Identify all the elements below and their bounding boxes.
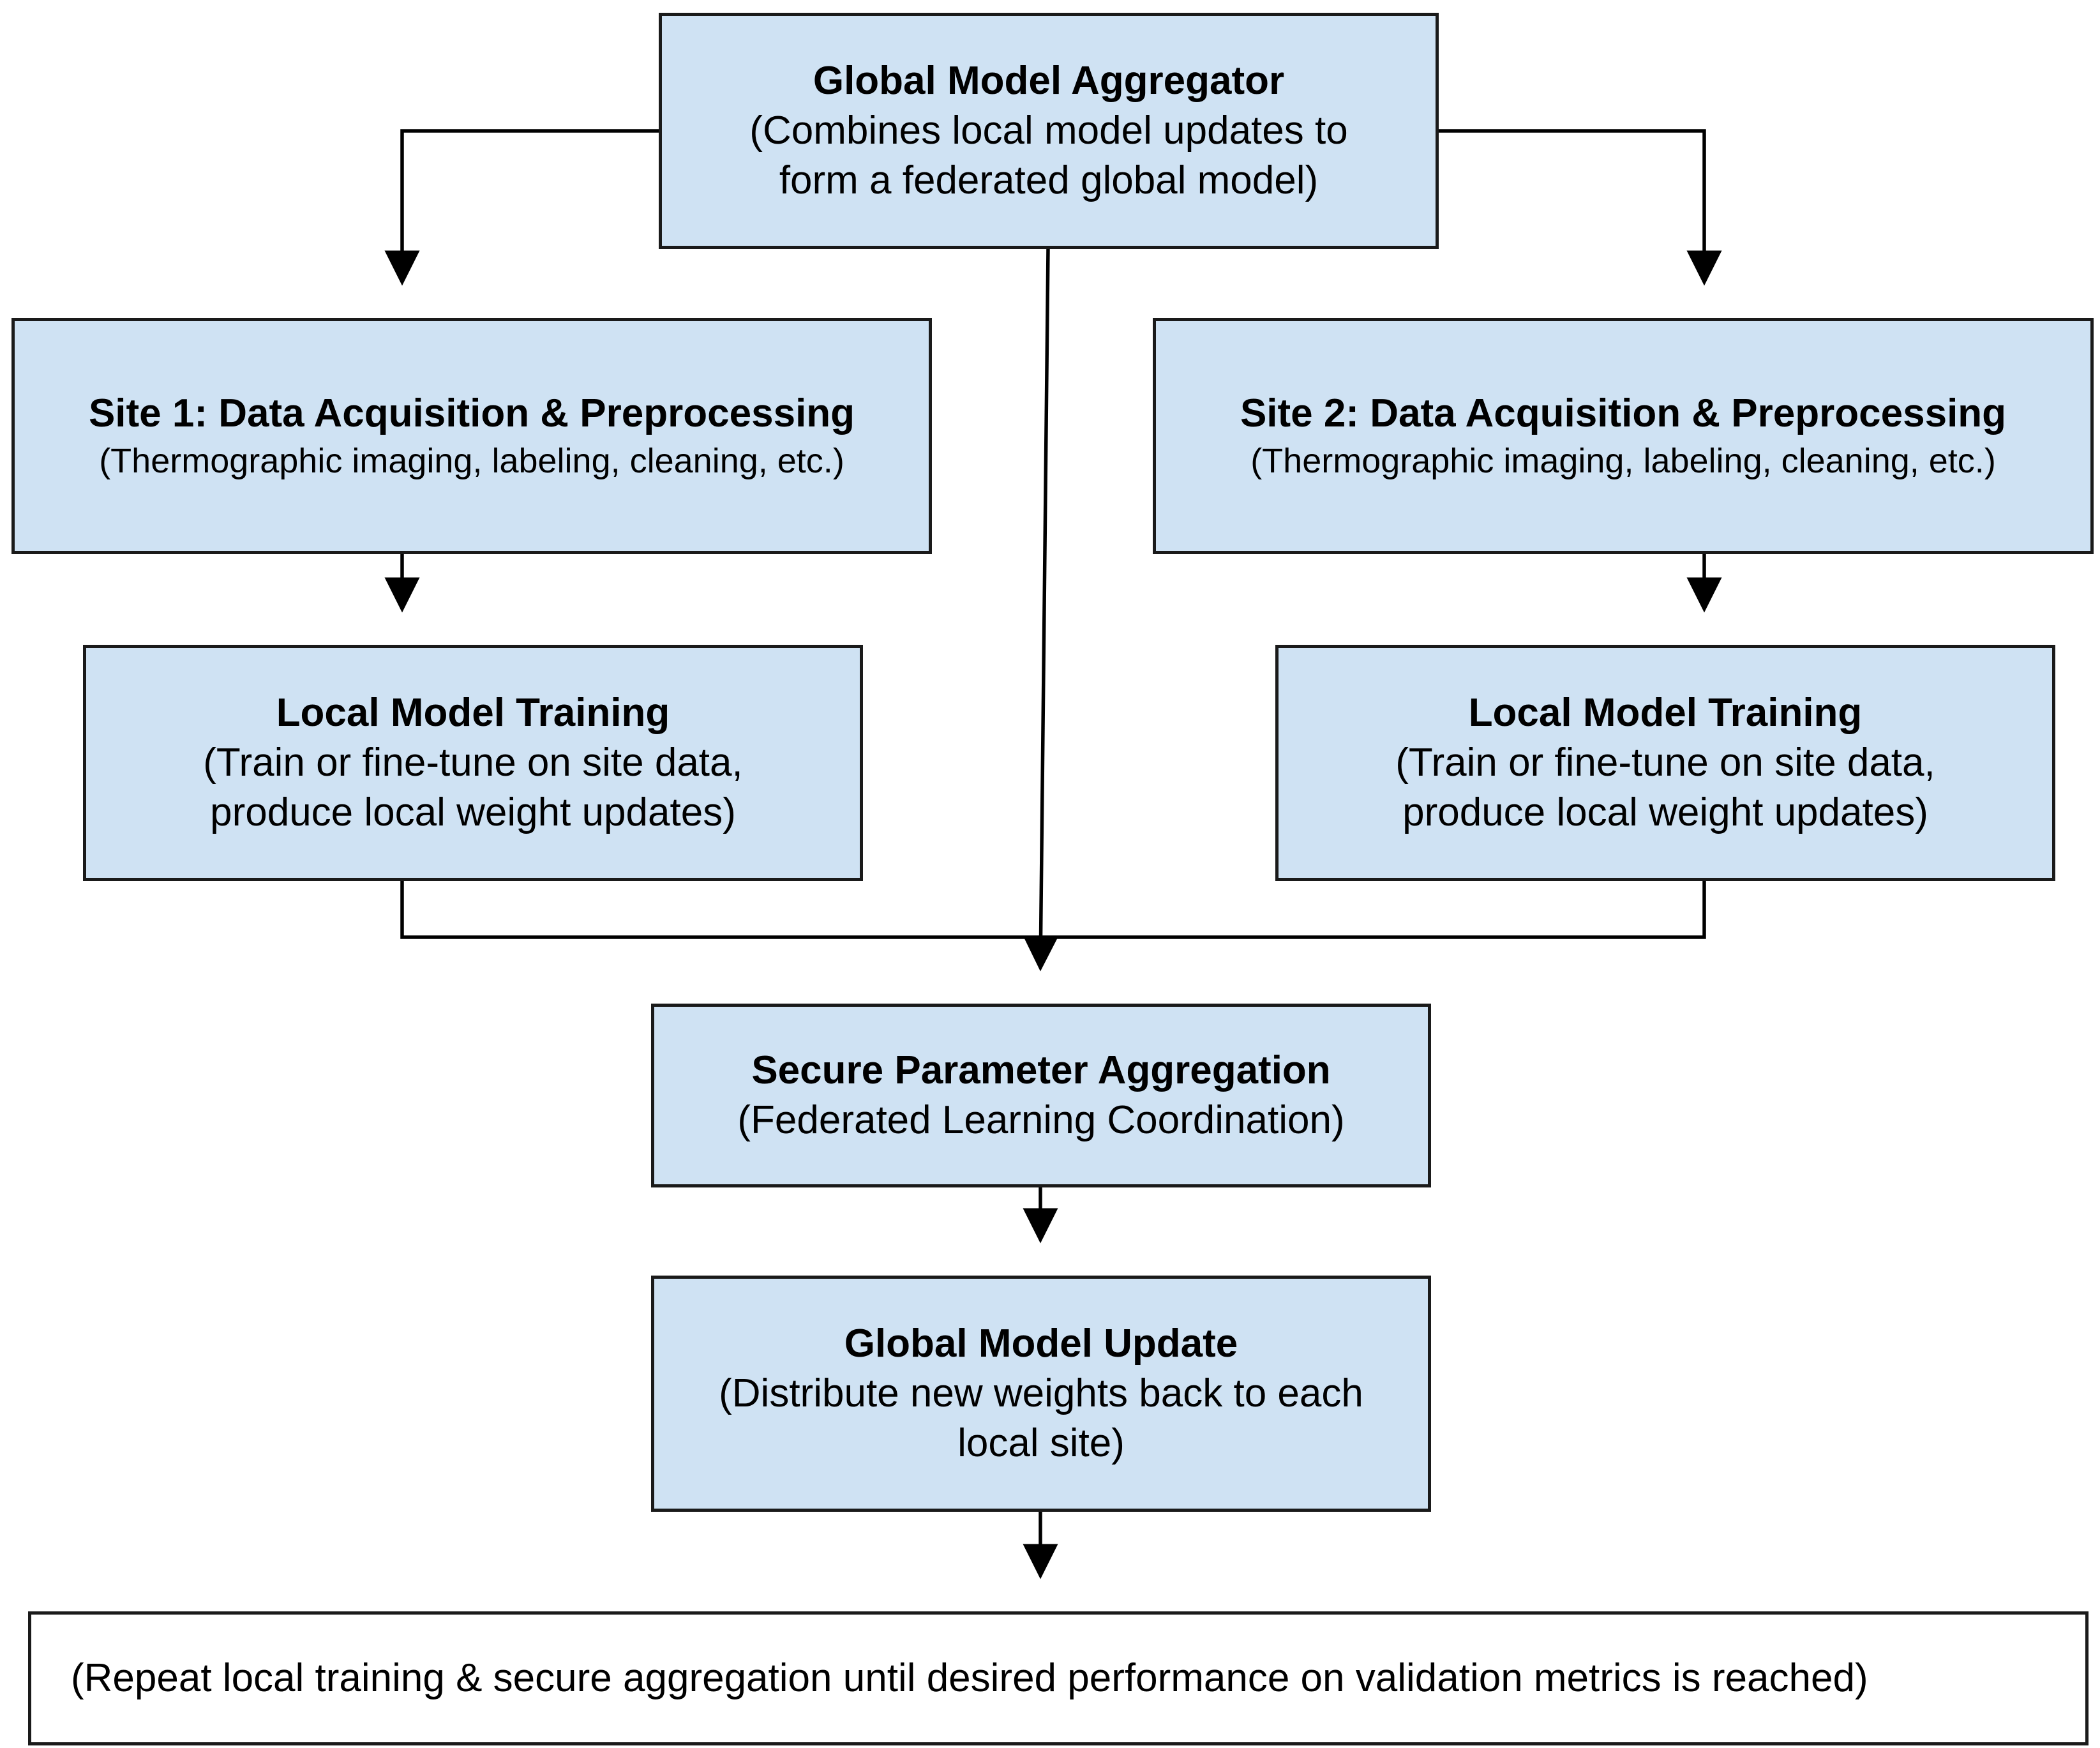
repeat-training-note-box: (Repeat local training & secure aggregat… xyxy=(28,1611,2089,1745)
node-description: (Thermographic imaging, labeling, cleani… xyxy=(1250,442,1996,480)
node-description: (Combines local model updates to form a … xyxy=(749,109,1348,202)
node-title: Local Model Training xyxy=(276,691,670,735)
edge-local-training-merge-bar xyxy=(400,881,1706,939)
note-text: (Repeat local training & secure aggregat… xyxy=(71,1656,1868,1700)
node-description: (Train or fine-tune on site data, produc… xyxy=(203,741,743,834)
edge-aggregator-to-site2 xyxy=(1439,129,1722,286)
local-model-training-site1-box: Local Model Training (Train or fine-tune… xyxy=(83,645,863,881)
node-description: (Thermographic imaging, labeling, cleani… xyxy=(99,442,844,480)
node-title: Secure Parameter Aggregation xyxy=(751,1048,1331,1092)
edge-aggregator-to-secure-aggregation xyxy=(1023,248,1059,972)
global-model-aggregator-box: Global Model Aggregator (Combines local … xyxy=(659,13,1439,249)
node-description: (Federated Learning Coordination) xyxy=(737,1098,1345,1142)
local-model-training-site2-box: Local Model Training (Train or fine-tune… xyxy=(1275,645,2055,881)
site1-data-acquisition-box: Site 1: Data Acquisition & Preprocessing… xyxy=(11,318,932,554)
node-title: Global Model Aggregator xyxy=(813,59,1285,103)
node-title: Site 2: Data Acquisition & Preprocessing xyxy=(1240,391,2007,435)
global-model-update-box: Global Model Update (Distribute new weig… xyxy=(651,1276,1431,1512)
secure-parameter-aggregation-box: Secure Parameter Aggregation (Federated … xyxy=(651,1004,1431,1187)
edge-aggregator-to-site1 xyxy=(384,129,659,286)
node-title: Site 1: Data Acquisition & Preprocessing xyxy=(88,391,855,435)
node-description: (Distribute new weights back to each loc… xyxy=(719,1371,1363,1465)
node-description: (Train or fine-tune on site data, produc… xyxy=(1395,741,1935,834)
site2-data-acquisition-box: Site 2: Data Acquisition & Preprocessing… xyxy=(1153,318,2094,554)
node-title: Local Model Training xyxy=(1468,691,1863,735)
node-title: Global Model Update xyxy=(844,1322,1238,1366)
